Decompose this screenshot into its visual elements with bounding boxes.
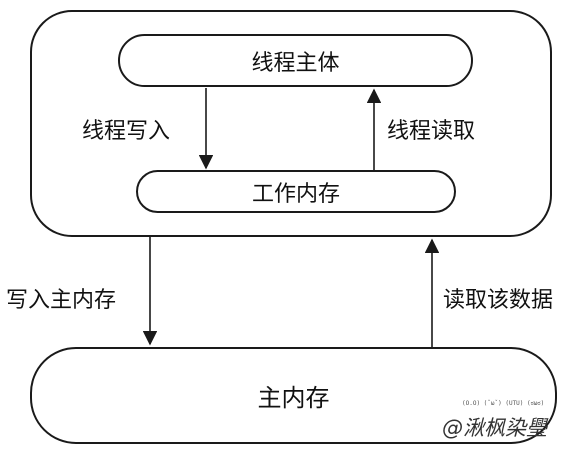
main-memory-label: 主内存 xyxy=(257,384,330,412)
thread-body-node: 线程主体 xyxy=(118,34,473,87)
thread-read-label: 线程读取 xyxy=(387,119,476,144)
watermark-emoticons: (O.O) (ˇωˇ) (UTU) (ಠωಠ) xyxy=(462,400,545,407)
thread-write-label: 线程写入 xyxy=(82,119,171,144)
write-main-memory-label: 写入主内存 xyxy=(6,288,117,313)
thread-body-label: 线程主体 xyxy=(251,50,340,76)
read-data-label: 读取该数据 xyxy=(443,288,554,313)
working-memory-label: 工作内存 xyxy=(251,181,340,207)
main-memory-node: 主内存 xyxy=(30,347,557,444)
watermark-handle: @湫枫染璺 xyxy=(442,416,547,440)
working-memory-node: 工作内存 xyxy=(136,170,456,213)
watermark: (O.O) (ˇωˇ) (UTU) (ಠωಠ) @湫枫染璺 xyxy=(442,400,578,446)
